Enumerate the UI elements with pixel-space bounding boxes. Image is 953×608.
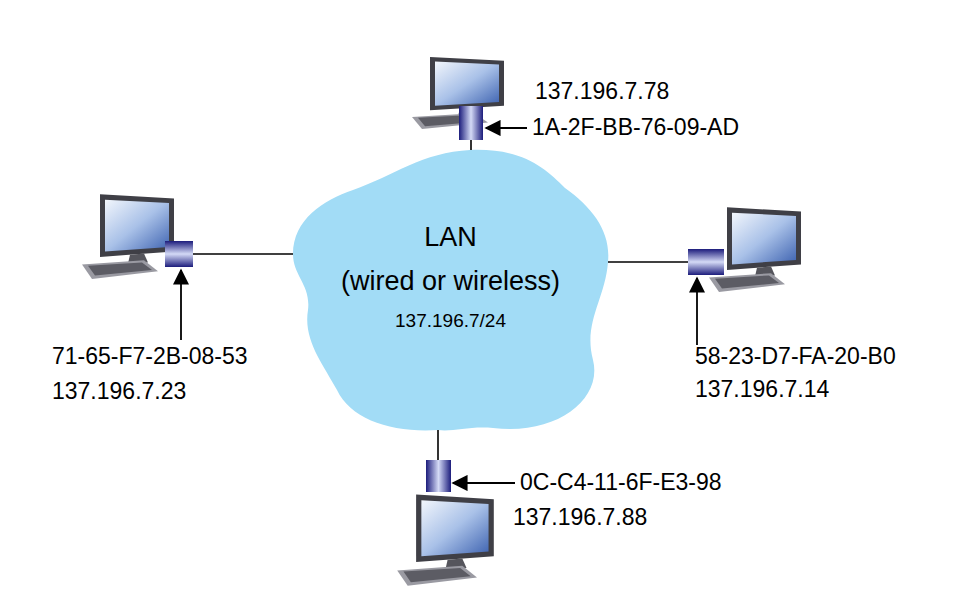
network-adapter xyxy=(165,241,193,267)
ip-address: 137.196.7.23 xyxy=(52,379,186,404)
ip-address: 137.196.7.88 xyxy=(513,505,647,530)
host-computer: 137.196.7.781A-2F-BB-76-09-AD xyxy=(405,55,515,140)
leader-arrow xyxy=(453,482,515,484)
host-computer: 71-65-F7-2B-08-53137.196.7.23 xyxy=(75,190,193,285)
ip-address: 137.196.7.78 xyxy=(535,79,669,104)
network-link xyxy=(608,261,688,263)
mac-address: 58-23-D7-FA-20-B0 xyxy=(695,344,896,369)
cloud-outline xyxy=(293,150,608,431)
lan-cloud: LAN (wired or wireless) 137.196.7/24 xyxy=(293,150,608,430)
computer-icon xyxy=(82,194,174,279)
ip-address: 137.196.7.14 xyxy=(695,377,829,402)
mac-address: 71-65-F7-2B-08-53 xyxy=(52,344,248,369)
lan-subtitle: (wired or wireless) xyxy=(293,267,608,297)
leader-arrow xyxy=(486,127,527,129)
leader-arrow xyxy=(696,278,698,345)
network-adapter xyxy=(459,106,483,140)
network-link xyxy=(470,140,472,150)
host-computer: 0C-C4-11-6F-E3-98137.196.7.88 xyxy=(390,460,500,590)
computer-icon xyxy=(412,57,504,129)
leader-arrow xyxy=(180,270,182,340)
computer-icon xyxy=(397,494,494,585)
subnet-address: 137.196.7/24 xyxy=(293,311,608,332)
network-link xyxy=(437,430,439,460)
network-link xyxy=(193,253,293,255)
network-adapter xyxy=(426,460,451,492)
mac-address: 0C-C4-11-6F-E3-98 xyxy=(520,470,722,495)
lan-title: LAN xyxy=(293,223,608,253)
mac-address: 1A-2F-BB-76-09-AD xyxy=(532,115,739,140)
network-adapter xyxy=(688,249,724,275)
host-computer: 58-23-D7-FA-20-B0137.196.7.14 xyxy=(688,200,803,300)
